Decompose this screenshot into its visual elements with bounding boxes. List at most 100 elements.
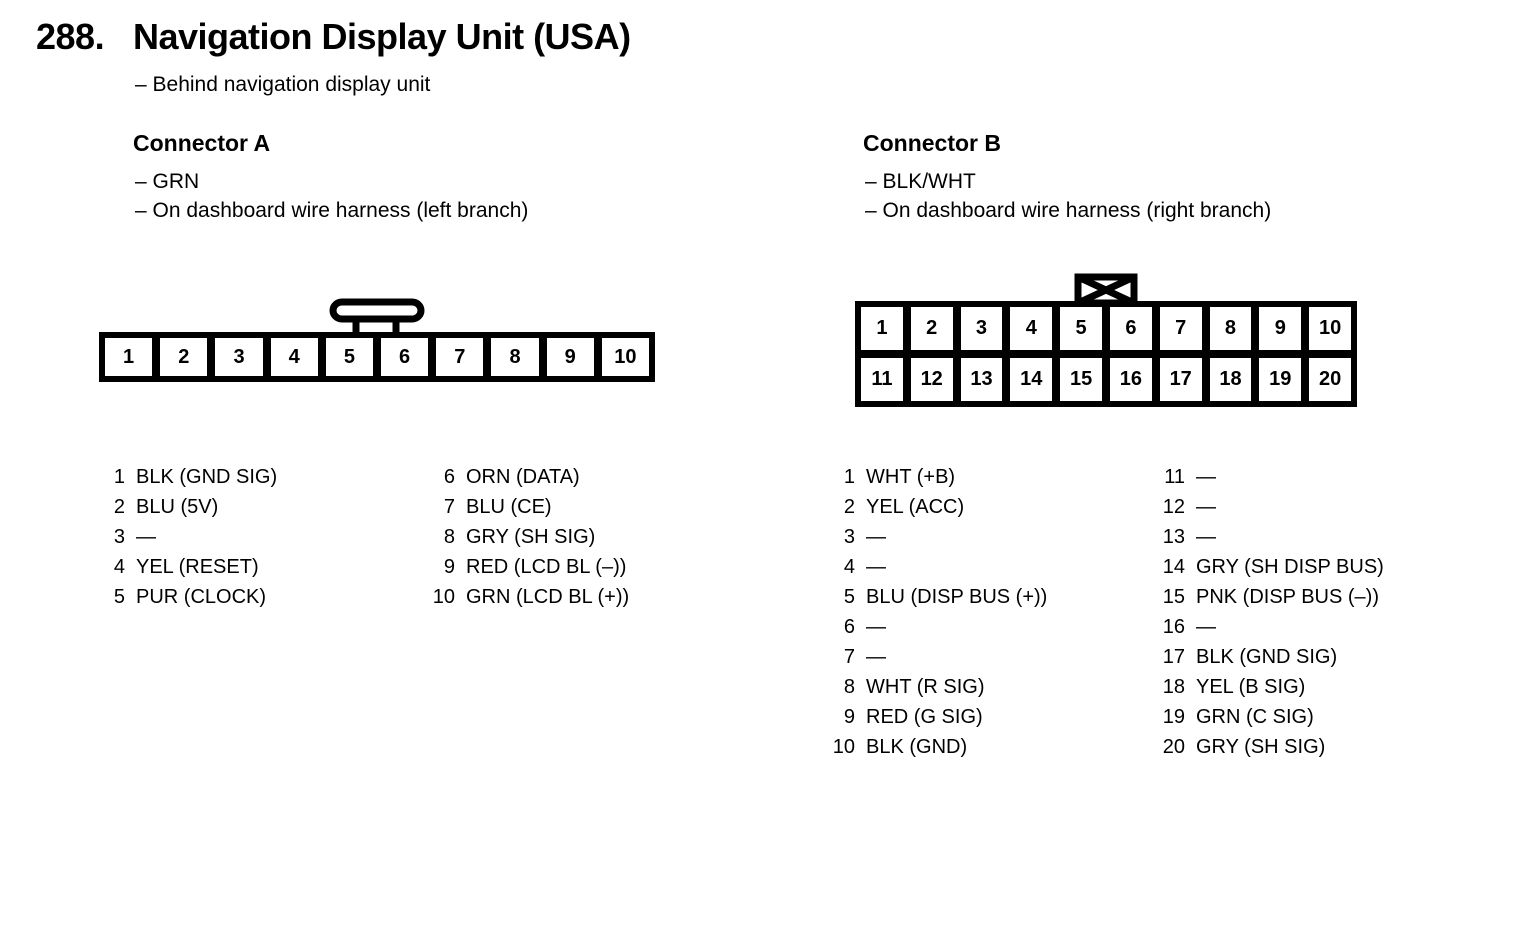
pin-number: 10 bbox=[432, 585, 455, 608]
pin-number: 2 bbox=[843, 495, 855, 518]
pin-number: 12 bbox=[1162, 495, 1185, 518]
connector-a-diagram: 1 2 3 4 5 6 7 8 9 10 bbox=[99, 332, 655, 382]
pin-label: BLK (GND SIG) bbox=[1196, 645, 1338, 668]
pin-row: 4 YEL (RESET) bbox=[97, 552, 277, 582]
pin-number: 20 bbox=[1162, 735, 1185, 758]
pin-label: — bbox=[1196, 615, 1216, 638]
pin-row: 20 GRY (SH SIG) bbox=[1157, 732, 1384, 762]
pin-row: 9 RED (G SIG) bbox=[827, 702, 1047, 732]
pin-row: 3 — bbox=[827, 522, 1047, 552]
pin-number: 4 bbox=[843, 555, 855, 578]
connector-b-pin-list-right: 11 — 12 — 13 — 14 GRY (SH DISP BUS) 15 P… bbox=[1157, 462, 1384, 762]
pin-number: 18 bbox=[1162, 675, 1185, 698]
pin-label: — bbox=[136, 525, 156, 548]
pin-number: 14 bbox=[1162, 555, 1185, 578]
pin-label: — bbox=[866, 525, 886, 548]
pin-row: 5 BLU (DISP BUS (+)) bbox=[827, 582, 1047, 612]
connector-a-pin-list-right: 6 ORN (DATA) 7 BLU (CE) 8 GRY (SH SIG) 9… bbox=[427, 462, 629, 612]
pin-row: 18 YEL (B SIG) bbox=[1157, 672, 1384, 702]
keying-icon bbox=[1074, 273, 1138, 305]
connector-b-pin-6: 6 bbox=[1109, 307, 1152, 350]
pin-number: 16 bbox=[1162, 615, 1185, 638]
connector-b-pin-12: 12 bbox=[910, 358, 953, 401]
connector-b-pin-1: 1 bbox=[861, 307, 903, 350]
pin-label: PNK (DISP BUS (–)) bbox=[1196, 585, 1379, 608]
pin-label: YEL (RESET) bbox=[136, 555, 259, 578]
connector-b-pin-15: 15 bbox=[1060, 358, 1102, 401]
pin-number: 5 bbox=[113, 585, 125, 608]
pin-row: 15 PNK (DISP BUS (–)) bbox=[1157, 582, 1384, 612]
connector-a-pin-1: 1 bbox=[105, 338, 153, 376]
pin-number: 9 bbox=[843, 705, 855, 728]
pin-row: 1 WHT (+B) bbox=[827, 462, 1047, 492]
pin-number: 3 bbox=[113, 525, 125, 548]
connector-b-note-color: – BLK/WHT bbox=[865, 170, 976, 193]
pin-number: 5 bbox=[843, 585, 855, 608]
connector-b-pin-19: 19 bbox=[1259, 358, 1302, 401]
pin-row: 11 — bbox=[1157, 462, 1384, 492]
pin-row: 6 — bbox=[827, 612, 1047, 642]
connector-a-pin-3: 3 bbox=[215, 338, 263, 376]
pin-row: 8 WHT (R SIG) bbox=[827, 672, 1047, 702]
connector-b-note-location: – On dashboard wire harness (right branc… bbox=[865, 199, 1272, 222]
pin-row: 8 GRY (SH SIG) bbox=[427, 522, 629, 552]
pin-label: WHT (R SIG) bbox=[866, 675, 985, 698]
pin-row: 5 PUR (CLOCK) bbox=[97, 582, 277, 612]
pin-number: 8 bbox=[443, 525, 455, 548]
pin-row: 2 YEL (ACC) bbox=[827, 492, 1047, 522]
pin-row: 10 GRN (LCD BL (+)) bbox=[427, 582, 629, 612]
page-title: Navigation Display Unit (USA) bbox=[133, 16, 631, 57]
pin-number: 1 bbox=[843, 465, 855, 488]
pin-row: 14 GRY (SH DISP BUS) bbox=[1157, 552, 1384, 582]
pin-label: YEL (ACC) bbox=[866, 495, 965, 518]
connector-a-pin-6: 6 bbox=[381, 338, 429, 376]
connector-b-pin-13: 13 bbox=[960, 358, 1003, 401]
pin-row: 3 — bbox=[97, 522, 277, 552]
pin-label: — bbox=[866, 615, 886, 638]
pin-label: GRY (SH SIG) bbox=[466, 525, 596, 548]
pin-row: 7 BLU (CE) bbox=[427, 492, 629, 522]
pin-row: 4 — bbox=[827, 552, 1047, 582]
pin-number: 13 bbox=[1162, 525, 1185, 548]
pin-label: GRN (LCD BL (+)) bbox=[466, 585, 630, 608]
connector-b-heading: Connector B bbox=[863, 130, 1001, 156]
connector-b-pin-17: 17 bbox=[1159, 358, 1202, 401]
connector-a-pin-5: 5 bbox=[325, 338, 374, 376]
connector-b-diagram: 1 2 3 4 5 6 7 8 9 10 11 12 13 14 15 16 1… bbox=[855, 301, 1357, 407]
pin-label: YEL (B SIG) bbox=[1196, 675, 1306, 698]
connector-b-pin-18: 18 bbox=[1209, 358, 1252, 401]
pin-label: — bbox=[1196, 525, 1216, 548]
pin-row: 17 BLK (GND SIG) bbox=[1157, 642, 1384, 672]
pin-label: BLU (DISP BUS (+)) bbox=[866, 585, 1048, 608]
pin-number: 8 bbox=[843, 675, 855, 698]
pin-label: GRY (SH DISP BUS) bbox=[1196, 555, 1384, 578]
pin-label: PUR (CLOCK) bbox=[136, 585, 267, 608]
pin-row: 7 — bbox=[827, 642, 1047, 672]
connector-b-pin-20: 20 bbox=[1309, 358, 1351, 401]
connector-a-heading: Connector A bbox=[133, 130, 271, 156]
pin-label: — bbox=[1196, 495, 1216, 518]
connector-a-pin-8: 8 bbox=[491, 338, 539, 376]
pin-label: BLU (CE) bbox=[466, 495, 552, 518]
connector-a-pin-2: 2 bbox=[160, 338, 208, 376]
pin-label: GRY (SH SIG) bbox=[1196, 735, 1326, 758]
pin-row: 9 RED (LCD BL (–)) bbox=[427, 552, 629, 582]
connector-b-pin-7: 7 bbox=[1159, 307, 1202, 350]
connector-b-pin-9: 9 bbox=[1259, 307, 1302, 350]
pin-number: 10 bbox=[832, 735, 855, 758]
pin-label: GRN (C SIG) bbox=[1196, 705, 1314, 728]
pin-label: BLK (GND SIG) bbox=[136, 465, 278, 488]
connector-b-pin-8: 8 bbox=[1209, 307, 1252, 350]
pin-row: 10 BLK (GND) bbox=[827, 732, 1047, 762]
pin-label: — bbox=[1196, 465, 1216, 488]
connector-b-pin-14: 14 bbox=[1010, 358, 1053, 401]
pin-number: 11 bbox=[1164, 465, 1185, 488]
pin-number: 19 bbox=[1162, 705, 1185, 728]
pin-row: 1 BLK (GND SIG) bbox=[97, 462, 277, 492]
connector-a-pin-list-left: 1 BLK (GND SIG) 2 BLU (5V) 3 — 4 YEL (RE… bbox=[97, 462, 277, 612]
connector-a-note-location: – On dashboard wire harness (left branch… bbox=[135, 199, 529, 222]
pin-label: RED (LCD BL (–)) bbox=[466, 555, 627, 578]
pin-row: 19 GRN (C SIG) bbox=[1157, 702, 1384, 732]
pin-number: 7 bbox=[843, 645, 855, 668]
